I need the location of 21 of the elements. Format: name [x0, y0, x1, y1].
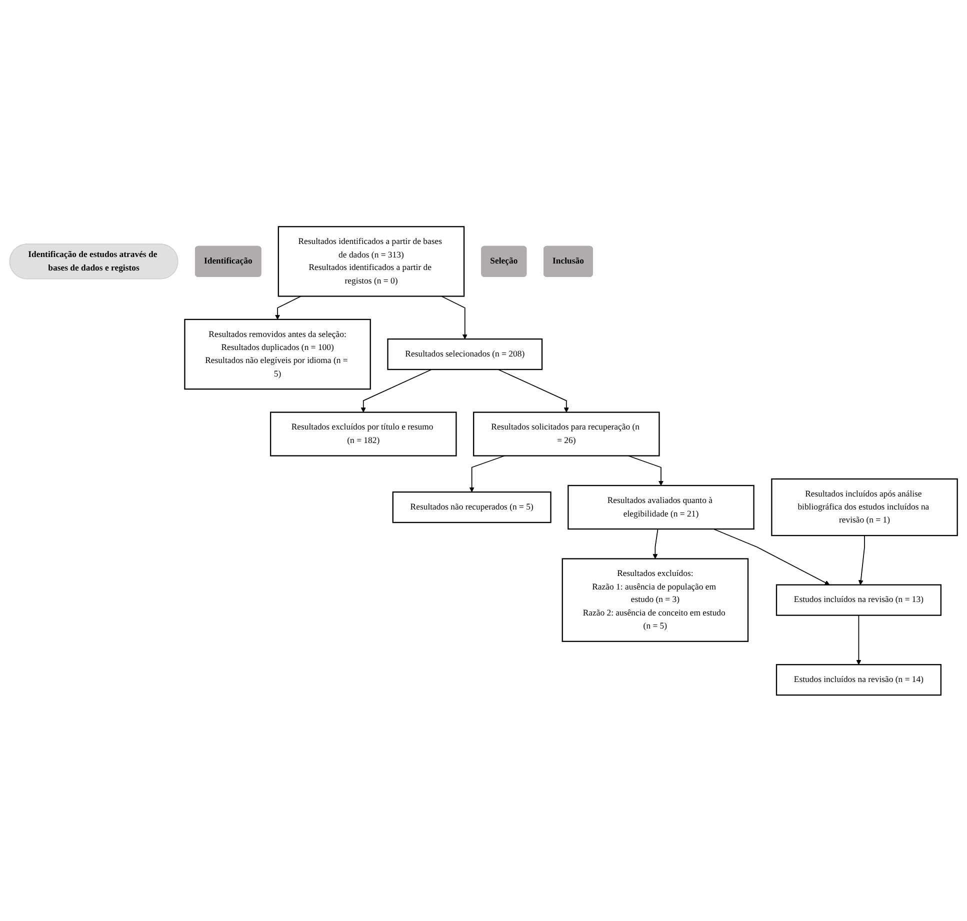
- node-box: Resultados removidos antes da seleção: Resultados duplicados (n = 100) Resultados não elegíveis por idioma (n = 5): [184, 318, 371, 390]
- arrow: [441, 295, 468, 339]
- node-box: Resultados excluídos: Razão 1: ausência de população em estudo (n = 3) Razão 2: ausência de conceito em estudo (n = 5): [562, 558, 749, 642]
- node-box: Resultados avaliados quanto à elegibilidade (n = 21): [568, 484, 754, 530]
- node-box: Resultados excluídos por título e resumo (n = 182): [270, 411, 457, 456]
- arrow: [469, 454, 506, 492]
- arrow: [856, 614, 862, 664]
- node-box: Estudos incluídos na revisão (n = 13): [776, 584, 942, 616]
- node-box: Estudos incluídos na revisão (n = 14): [776, 664, 942, 696]
- arrow: [858, 534, 865, 585]
- node-box: Resultados incluídos após análise bibliográfica dos estudos incluídos na revisão (n = 1): [771, 478, 958, 536]
- arrow: [652, 528, 658, 559]
- arrow: [275, 295, 302, 320]
- arrow: [498, 368, 569, 412]
- node-box: Resultados não recuperados (n = 5): [392, 491, 552, 523]
- arrow: [628, 454, 664, 486]
- arrow: [713, 528, 830, 585]
- node-box: Resultados selecionados (n = 208): [387, 338, 543, 370]
- node-box: Resultados identificados a partir de bases de dados (n = 313) Resultados identificados a partir de registos (n = 0): [278, 226, 465, 296]
- node-box: Resultados solicitados para recuperação (n = 26): [473, 411, 660, 456]
- arrow: [360, 368, 432, 412]
